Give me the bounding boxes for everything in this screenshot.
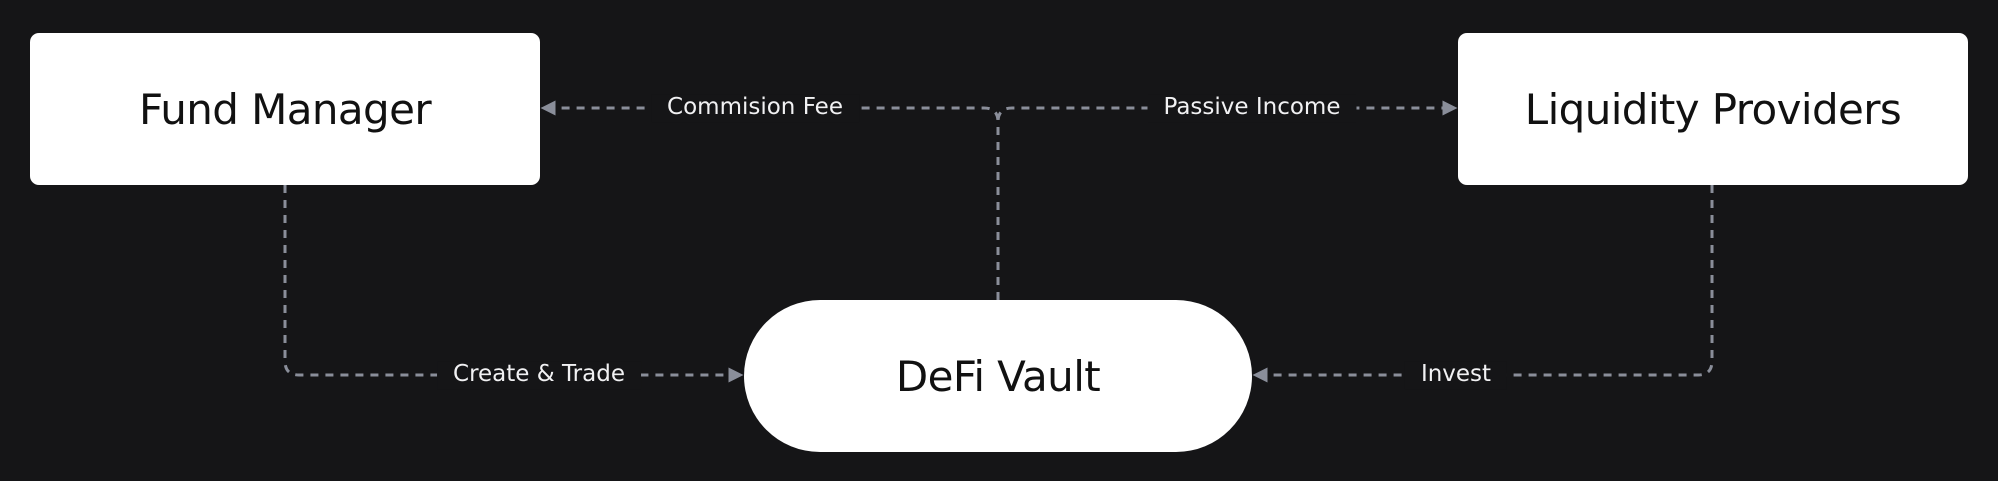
edge-label-commission-fee: Commision Fee [651, 94, 859, 122]
liquidity-providers-node: Liquidity Providers [1458, 33, 1968, 185]
edge-label-passive-income: Passive Income [1147, 94, 1357, 122]
defi-vault-label: DeFi Vault [895, 351, 1101, 401]
fund-manager-label: Fund Manager [138, 84, 432, 134]
edge-label-create-trade: Create & Trade [437, 361, 641, 389]
connector-fund-manager-to-vault [283, 185, 744, 383]
liquidity-providers-label: Liquidity Providers [1524, 84, 1902, 134]
connector-vault-to-liquidity-providers [996, 100, 1458, 300]
connector-liquidity-providers-to-vault [1252, 185, 1714, 383]
connector-vault-to-fund-manager [540, 100, 1000, 300]
fund-manager-node: Fund Manager [30, 33, 540, 185]
defi-vault-node: DeFi Vault [744, 300, 1252, 452]
edge-label-invest: Invest [1404, 361, 1508, 389]
